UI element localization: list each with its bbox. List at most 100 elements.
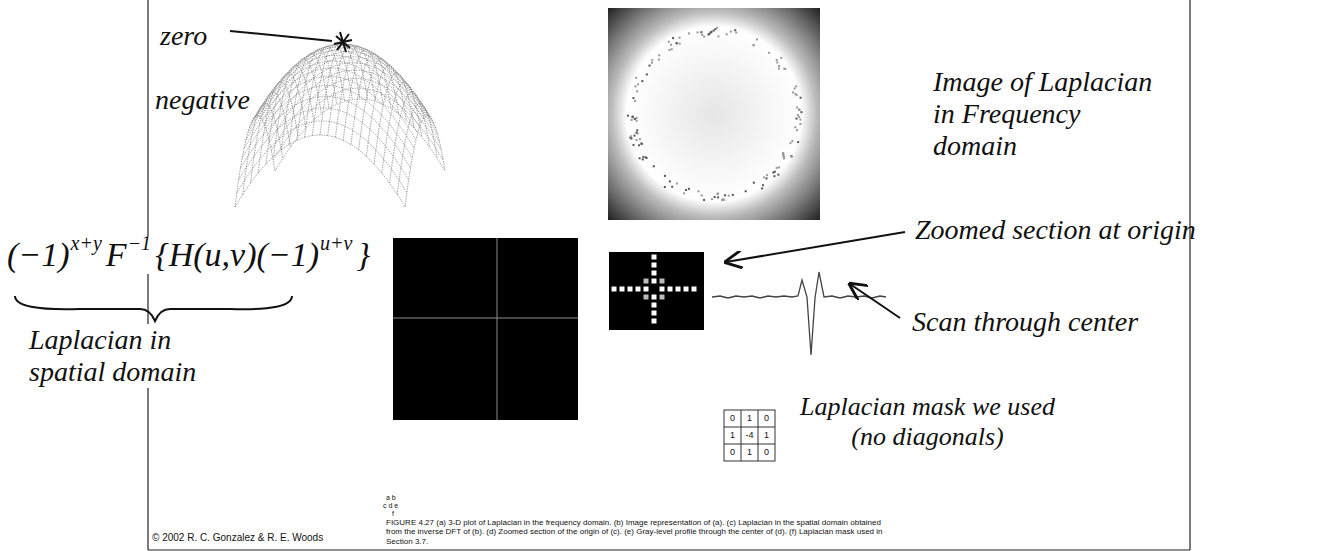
zoom-dot <box>652 255 657 260</box>
mesh-line <box>243 103 283 194</box>
noise-dot <box>636 120 638 122</box>
annotation-arrow <box>850 284 900 318</box>
noise-dot <box>630 135 632 137</box>
noise-dot <box>671 48 673 50</box>
noise-dot <box>721 199 723 201</box>
noise-dot <box>632 97 634 99</box>
mesh-line <box>328 45 368 136</box>
noise-dot <box>717 192 719 194</box>
annotation: negative <box>155 84 275 116</box>
spatial-cross <box>393 318 578 319</box>
mesh-line <box>273 88 443 160</box>
noise-dot <box>639 157 641 159</box>
annotation: zero <box>160 20 235 52</box>
spatial-image <box>393 238 578 420</box>
noise-dot <box>627 115 629 117</box>
noise-dot <box>799 119 801 121</box>
leader-line <box>230 31 332 41</box>
mask-cell: 0 <box>724 410 741 427</box>
formula-term: (−1) <box>7 236 70 273</box>
noise-dot <box>796 118 798 120</box>
noise-dot <box>664 175 666 177</box>
mesh-line <box>271 78 441 150</box>
zoom-dot <box>652 271 657 276</box>
noise-dot <box>646 157 648 159</box>
noise-dot <box>671 186 673 188</box>
noise-dot <box>795 85 797 87</box>
mesh-line <box>262 48 432 120</box>
mesh-line <box>264 52 434 124</box>
mask-grid <box>724 410 775 461</box>
mesh-line <box>266 57 436 129</box>
mesh-line <box>289 53 329 144</box>
noise-dot <box>798 109 800 111</box>
frame-line <box>148 549 1190 550</box>
noise-dot <box>773 175 775 177</box>
noise-dot <box>632 116 634 118</box>
noise-dot <box>792 91 794 93</box>
noise-dot <box>784 68 786 70</box>
brace <box>15 296 292 321</box>
mesh-line <box>366 65 406 156</box>
zoom-dot <box>644 295 649 300</box>
noise-dot <box>732 194 734 196</box>
noise-dot <box>679 37 681 39</box>
mesh-line <box>240 96 410 168</box>
zero-star <box>334 32 352 52</box>
zoom-dot <box>644 287 649 292</box>
noise-dot <box>762 184 764 186</box>
noise-dot <box>688 188 690 190</box>
formula-term: {H(u,v)(−1) <box>155 236 319 273</box>
zoomed-dots <box>612 255 697 324</box>
panel-letter: a b <box>386 494 416 501</box>
mesh-line <box>250 92 290 183</box>
zoom-dot <box>644 279 649 284</box>
noise-dot <box>782 152 784 154</box>
noise-dot <box>778 166 780 168</box>
noise-dot <box>710 31 712 33</box>
noise-dot <box>641 143 643 145</box>
noise-dot <box>646 73 648 75</box>
noise-dot <box>763 176 765 178</box>
noise-dot <box>631 119 633 121</box>
zoom-dot <box>660 279 665 284</box>
noise-dot <box>651 59 653 61</box>
noise-dot <box>778 65 780 67</box>
noise-dot <box>710 32 712 34</box>
noise-dot <box>700 31 702 33</box>
noise-dot <box>766 178 768 180</box>
panel-letter: c d e <box>383 502 423 509</box>
noise-dot <box>636 117 638 119</box>
noise-dot <box>713 30 715 32</box>
noise-dot <box>790 155 792 157</box>
mesh-line <box>258 82 298 173</box>
annotation: Image of Laplacian in Frequency domain <box>930 66 1165 163</box>
noise-dot <box>777 174 779 176</box>
noise-dot <box>701 34 703 36</box>
noise-dot <box>683 192 685 194</box>
mesh-line <box>260 45 430 117</box>
noise-dot <box>676 43 678 45</box>
annotation: Laplacian mask we used (no diagonals) <box>790 392 1065 452</box>
noise-dot <box>638 144 640 146</box>
zoom-dot <box>652 311 657 316</box>
noise-dot <box>716 193 718 195</box>
noise-dot <box>776 167 778 169</box>
noise-dot <box>641 80 643 82</box>
noise-dot <box>791 140 793 142</box>
zoom-dot <box>636 287 641 292</box>
noise-dot <box>645 156 647 158</box>
mesh-line <box>244 76 414 148</box>
noise-dot <box>670 44 672 46</box>
noise-dot <box>783 155 785 157</box>
mask-cell: 1 <box>741 444 758 461</box>
mesh-line <box>255 45 425 117</box>
noise-dot <box>798 116 800 118</box>
noise-dot <box>783 157 785 159</box>
zoom-dot <box>652 303 657 308</box>
zoom-dot <box>652 295 657 300</box>
mask-cell: 1 <box>741 410 758 427</box>
noise-dot <box>716 27 718 29</box>
zoom-dot <box>660 287 665 292</box>
noise-dot <box>800 97 802 99</box>
